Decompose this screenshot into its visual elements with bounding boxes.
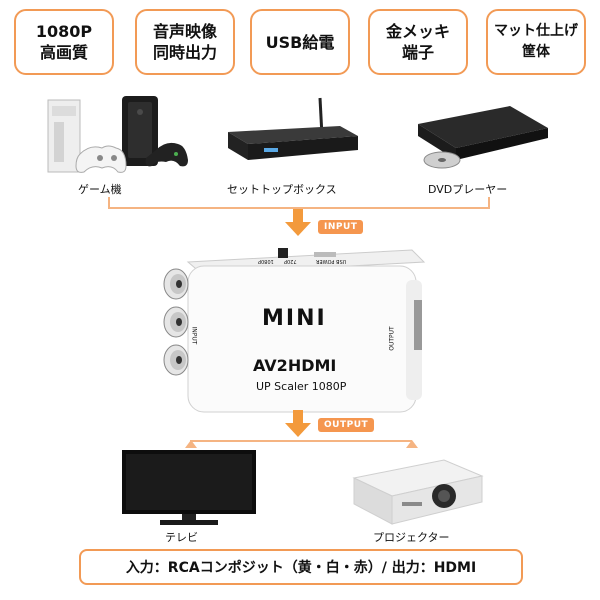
spec-footer: 入力：RCAコンポジット（黄・白・赤）/ 出力：HDMI <box>79 549 523 585</box>
feature-line1: USB給電 <box>265 32 335 52</box>
converter-brand: MINI <box>262 306 327 331</box>
feature-matte-case: マット仕上げ 筐体 <box>486 9 586 75</box>
connector-vertical-right <box>488 197 490 209</box>
converter-side-input: INPUT <box>190 326 198 345</box>
feature-line2: 端子 <box>401 43 434 62</box>
projector-image <box>352 459 484 525</box>
feature-1080p: 1080P 高画質 <box>14 9 114 75</box>
feature-av-output: 音声映像 同時出力 <box>135 9 235 75</box>
converter-model: AV2HDMI <box>253 356 337 375</box>
converter-switch-720: 720P <box>284 258 297 264</box>
spec-footer-text: 入力：RCAコンポジット（黄・白・赤）/ 出力：HDMI <box>125 560 477 576</box>
connector-horizontal-top <box>108 207 490 209</box>
caption-tv: テレビ <box>165 531 198 544</box>
feature-line1: 音声映像 <box>152 22 217 41</box>
settop-box-image <box>228 97 358 160</box>
feature-line1: マット仕上げ <box>494 23 578 39</box>
game-console-image <box>47 96 188 173</box>
feature-line2: 高画質 <box>39 43 88 62</box>
arrow-up-icon <box>406 440 418 448</box>
converter-subtitle: UP Scaler 1080P <box>256 380 347 393</box>
output-label: OUTPUT <box>318 418 375 432</box>
converter-side-output: OUTPUT <box>388 326 396 351</box>
dvd-player-image <box>418 106 548 169</box>
caption-settop-box: セットトップボックス <box>227 183 337 196</box>
converter-switch-1080: 1080P <box>258 258 274 264</box>
connector-vertical-left <box>108 197 110 209</box>
caption-game-console: ゲーム機 <box>78 183 122 196</box>
caption-projector: プロジェクター <box>373 531 450 544</box>
converter-usb-label: USB POWER <box>316 258 347 264</box>
arrow-down-icon <box>285 410 311 437</box>
converter-body-image <box>163 248 426 413</box>
input-label: INPUT <box>318 220 364 234</box>
connector-horizontal-bottom <box>190 440 412 442</box>
feature-line2: 同時出力 <box>152 43 217 62</box>
feature-gold-plated: 金メッキ 端子 <box>368 9 468 75</box>
tv-image <box>122 450 256 525</box>
rca-jacks <box>163 268 189 376</box>
arrow-up-icon <box>185 440 197 448</box>
feature-line2: 筐体 <box>522 44 550 60</box>
caption-dvd-player: DVDプレーヤー <box>428 183 508 196</box>
arrow-down-icon <box>285 209 311 236</box>
feature-line1: 1080P <box>35 22 93 41</box>
feature-usb-power: USB給電 <box>250 9 350 75</box>
feature-line1: 金メッキ <box>385 22 450 41</box>
